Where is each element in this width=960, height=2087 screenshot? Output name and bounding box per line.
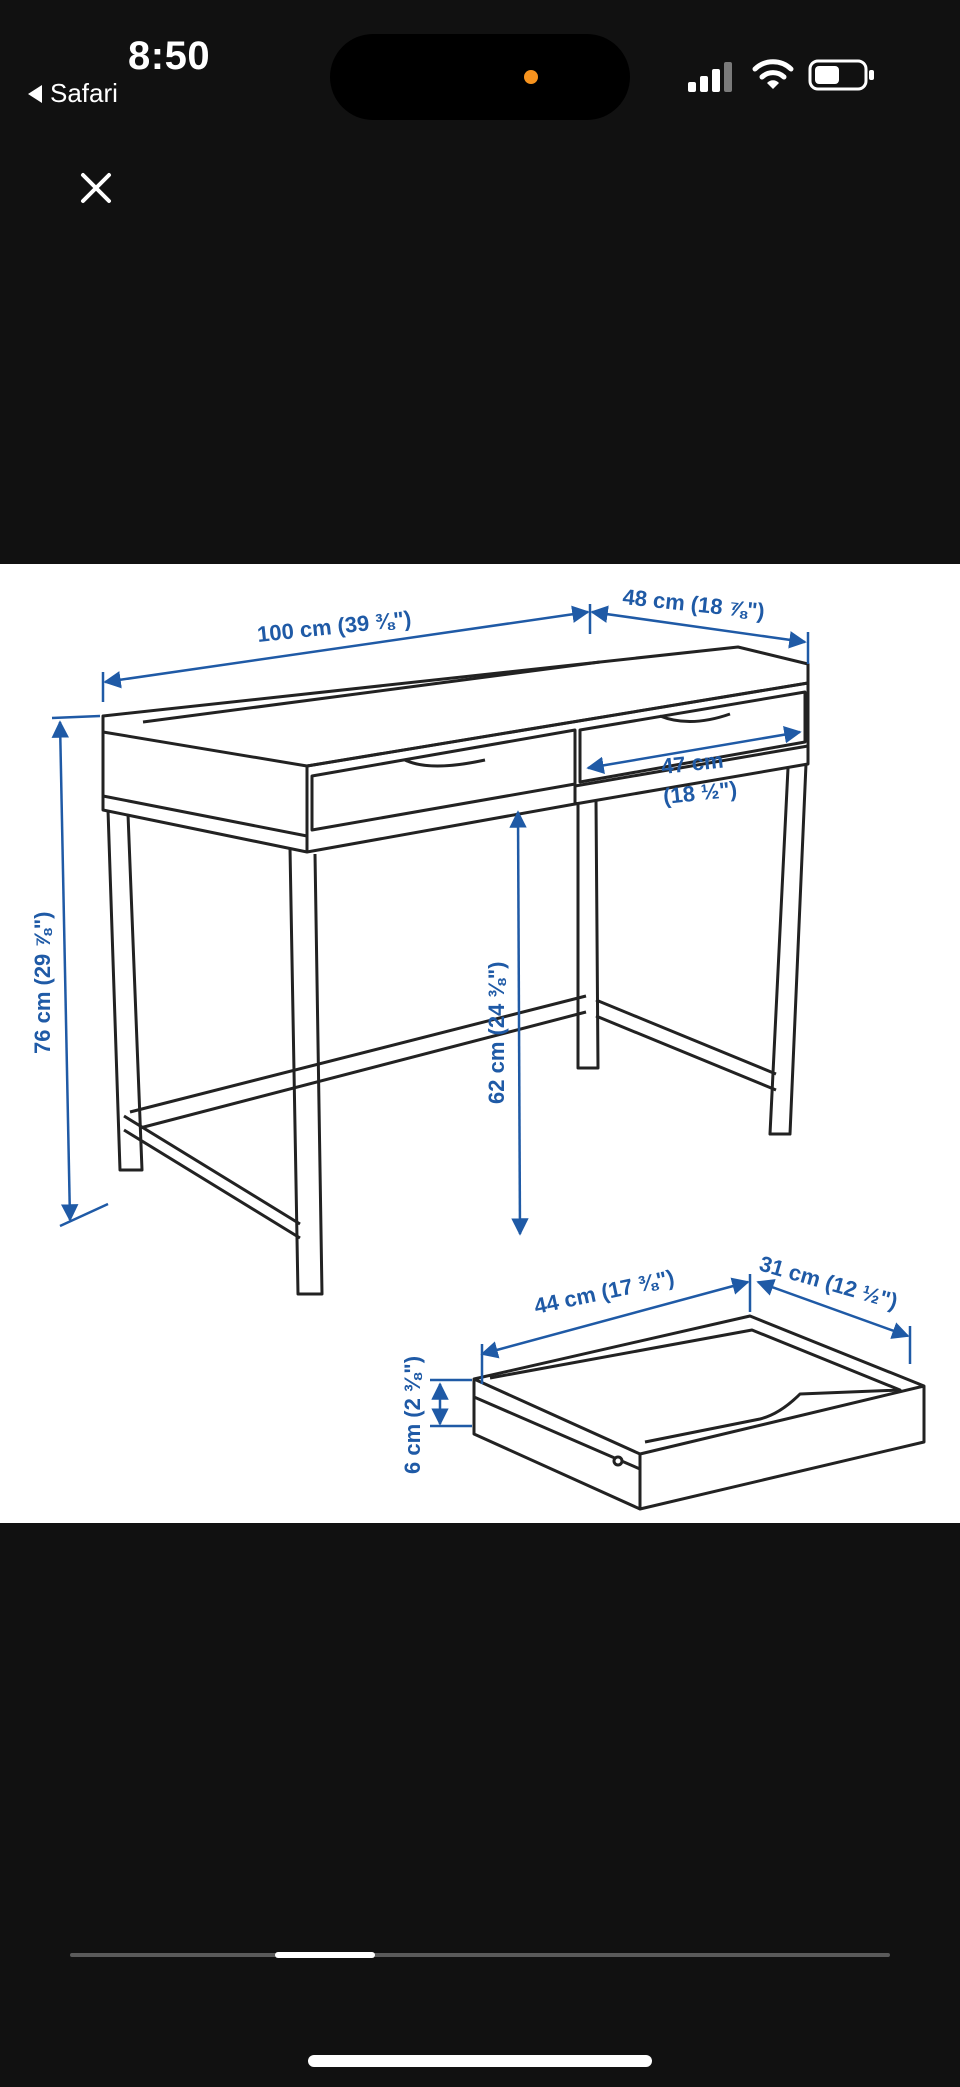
status-time: 8:50 (128, 34, 211, 78)
height-dimension-label: 76 cm (29 ⅞") (30, 911, 55, 1054)
clearance-dimension-label: 62 cm (24 ⅜") (484, 961, 509, 1104)
drawer-height-dimension-label: 6 cm (2 ⅜") (400, 1356, 425, 1474)
back-to-app-button[interactable]: Safari (28, 78, 118, 109)
desk-dimension-drawing: 100 cm (39 ⅜") 48 cm (18 ⅞") 47 cm (18 ½… (30, 584, 926, 1511)
dynamic-island (330, 34, 630, 120)
home-indicator[interactable] (308, 2055, 652, 2067)
product-image[interactable]: 100 cm (39 ⅜") 48 cm (18 ⅞") 47 cm (18 ½… (0, 564, 960, 1523)
drawer-width-label-line-2: (18 ½") (662, 776, 738, 809)
drawer-depth-dimension-label: 44 cm (17 ⅜") (532, 1265, 677, 1319)
battery-icon (808, 59, 874, 91)
depth-dimension-label: 48 cm (18 ⅞") (621, 584, 765, 624)
gallery-scrubber-thumb[interactable] (275, 1952, 375, 1958)
wifi-icon (752, 59, 794, 89)
close-icon (81, 173, 111, 203)
back-app-label: Safari (50, 78, 118, 108)
recording-indicator-icon (524, 70, 538, 84)
drawer-width-label-line-1: 47 cm (660, 748, 725, 779)
drawer-length-dimension-label: 31 cm (12 ½") (757, 1251, 901, 1314)
close-button[interactable] (70, 162, 122, 214)
gallery-scrubber-track[interactable] (70, 1953, 890, 1957)
cellular-signal-icon (688, 62, 732, 92)
back-arrow-icon (28, 84, 42, 103)
